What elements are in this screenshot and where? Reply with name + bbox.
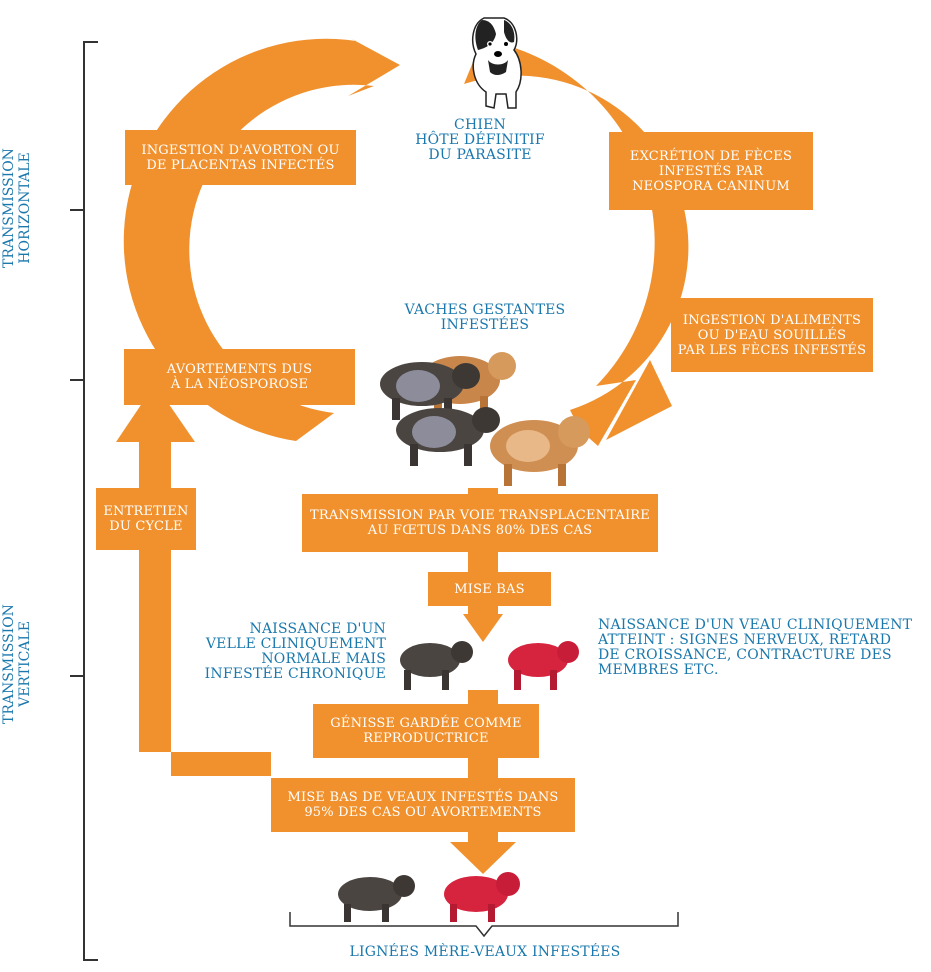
calf-red-bottom-icon <box>444 872 520 922</box>
cows-group <box>380 352 590 486</box>
calf-dark-icon <box>400 641 473 690</box>
label-lignees: LIGNÉES MÈRE-VEAUX INFESTÉES <box>349 944 621 960</box>
box-avortements: AVORTEMENTS DUS À LA NÉOSPOROSE <box>124 349 355 405</box>
label-naissance-velle: NAISSANCE D'UN VELLE CLINIQUEMENT NORMAL… <box>204 621 386 682</box>
bottom-brace <box>289 912 679 938</box>
box-transplacentaire: TRANSMISSION PAR VOIE TRANSPLACENTAIRE A… <box>302 494 658 552</box>
label-naissance-veau: NAISSANCE D'UN VEAU CLINIQUEMENT ATTEINT… <box>598 617 913 678</box>
arrowhead-to-cows <box>606 360 672 440</box>
box-genisse: GÉNISSE GARDÉE COMME REPRODUCTRICE <box>313 704 539 758</box>
return-arrow <box>116 384 271 776</box>
box-ingestion-avorton: INGESTION D'AVORTON OU DE PLACENTAS INFE… <box>125 130 356 185</box>
box-mise-bas-veaux: MISE BAS DE VEAUX INFESTÉS DANS 95% DES … <box>271 778 575 832</box>
side-label-horizontal: TRANSMISSION HORIZONTALE <box>1 148 33 268</box>
dog-icon <box>471 17 522 109</box>
box-mise-bas: MISE BAS <box>428 572 551 606</box>
side-bracket <box>70 41 98 961</box>
box-excretion: EXCRÉTION DE FÈCES INFESTÉS PAR NEOSPORA… <box>609 132 813 210</box>
label-vaches: VACHES GESTANTES INFESTÉES <box>404 302 566 333</box>
box-ingestion-aliments: INGESTION D'ALIMENTS OU D'EAU SOUILLÉS P… <box>671 298 873 372</box>
dog-label: CHIEN HÔTE DÉFINITIF DU PARASITE <box>415 117 545 163</box>
central-flow-arrow <box>450 488 516 874</box>
calf-red-icon <box>508 641 579 690</box>
box-entretien: ENTRETIEN DU CYCLE <box>96 488 196 550</box>
side-label-vertical: TRANSMISSION VERTICALE <box>1 604 33 724</box>
calf-dark-bottom-icon <box>338 875 415 922</box>
